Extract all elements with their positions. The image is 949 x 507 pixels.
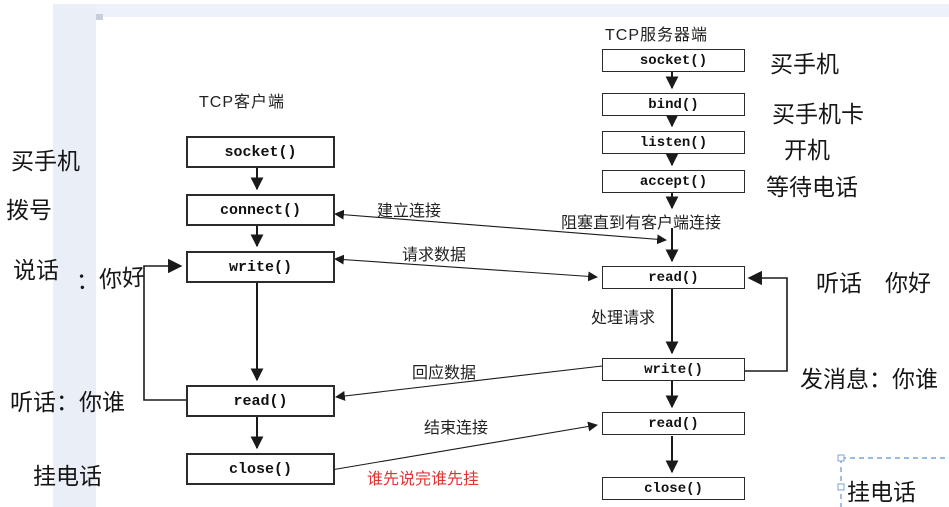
client-column-title: TCP客户端 (199, 94, 286, 111)
server-column-title: TCP服务器端 (605, 27, 709, 44)
server-loop-arrow (743, 270, 788, 372)
annotation-hang-up-left: 挂电话 (33, 463, 102, 489)
label-block-until-connect: 阻塞直到有客户端连接 (561, 215, 722, 232)
annotation-buy-phone-left: 买手机 (11, 148, 80, 174)
label-process-request: 处理请求 (591, 310, 656, 327)
annotation-listen-who: 听话：你谁 (10, 389, 125, 415)
label-response-data: 回应数据 (412, 365, 477, 382)
annotation-send-message: 发消息：你谁 (800, 366, 938, 392)
label-request-data: 请求数据 (402, 247, 467, 264)
server-box-write: write() (602, 358, 745, 381)
selection-handle-top-left[interactable] (837, 454, 845, 462)
server-box-read1: read() (602, 266, 745, 289)
client-box-write: write() (186, 251, 335, 283)
annotation-buy-phone-right: 买手机 (770, 51, 839, 77)
content-corner-mark (96, 14, 103, 20)
annotation-power-on: 开机 (784, 137, 830, 163)
client-box-close: close() (186, 453, 335, 485)
client-box-connect: connect() (186, 194, 335, 226)
selection-handle-mid-left[interactable] (837, 483, 845, 491)
client-box-read: read() (186, 385, 335, 417)
annotation-wait-call: 等待电话 (766, 174, 858, 200)
annotation-listen-hello: 听话 你好 (816, 270, 931, 296)
annotation-dial: 拨号 (6, 197, 52, 223)
label-establish-connection: 建立连接 (377, 203, 442, 220)
annotation-buy-sim: 买手机卡 (772, 101, 864, 127)
label-finish-connection: 结束连接 (424, 420, 489, 437)
annotation-hello: ：你好 (75, 263, 146, 295)
server-box-accept: accept() (602, 170, 745, 193)
top-accent-band (53, 4, 949, 17)
client-reply-bracket (143, 258, 186, 401)
client-box-socket: socket() (186, 136, 335, 168)
left-accent-stripe (53, 4, 96, 507)
label-red-note: 谁先说完谁先挂 (367, 471, 480, 488)
annotation-speak: 说话 (13, 257, 59, 283)
server-box-read2: read() (602, 412, 745, 435)
annotation-hang-up-right: 挂电话 (847, 479, 916, 505)
server-box-bind: bind() (602, 93, 745, 116)
server-box-close: close() (602, 477, 745, 500)
server-box-socket: socket() (602, 49, 745, 72)
server-box-listen: listen() (602, 131, 745, 154)
